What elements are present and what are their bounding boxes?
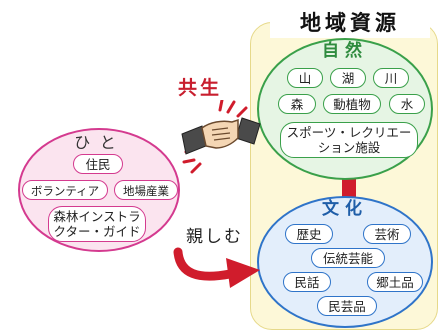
culture-item-history: 歴史 (285, 224, 333, 244)
people-title: ひと (74, 133, 126, 152)
nature-item-water: 水 (389, 94, 425, 114)
culture-item-folk-crafts: 民芸品 (317, 296, 377, 316)
nature-item-lake: 湖 (330, 68, 366, 88)
familiarize-arrow (173, 247, 260, 288)
culture-title: 文化 (322, 199, 368, 219)
people-item-residents: 住民 (73, 154, 123, 174)
familiarize-label: 親しむ (186, 227, 243, 247)
nature-item-mountain: 山 (287, 68, 323, 88)
nature-item-flora-fauna: 動植物 (323, 94, 381, 114)
nature-culture-connector (342, 176, 356, 200)
nature-item-forest: 森 (278, 94, 316, 114)
people-item-volunteers: ボランティア (22, 180, 108, 200)
people-item-forest-instructors: 森林インストラクター・ガイド (48, 206, 146, 242)
nature-item-river: 川 (373, 68, 409, 88)
people-item-local-industry: 地場産業 (114, 180, 178, 200)
culture-item-traditional-arts: 伝統芸能 (311, 248, 385, 268)
culture-item-local-products: 郷土品 (367, 272, 423, 292)
nature-item-sports-facility: スポーツ・レクリエーション施設 (280, 122, 418, 158)
culture-item-art: 芸術 (363, 224, 411, 244)
nature-title: 自然 (322, 41, 368, 61)
resource-title: 地域資源 (270, 8, 430, 38)
culture-item-folktales: 民話 (283, 272, 331, 292)
coexist-label: 共生 (178, 77, 223, 99)
handshake-icon (181, 100, 261, 174)
